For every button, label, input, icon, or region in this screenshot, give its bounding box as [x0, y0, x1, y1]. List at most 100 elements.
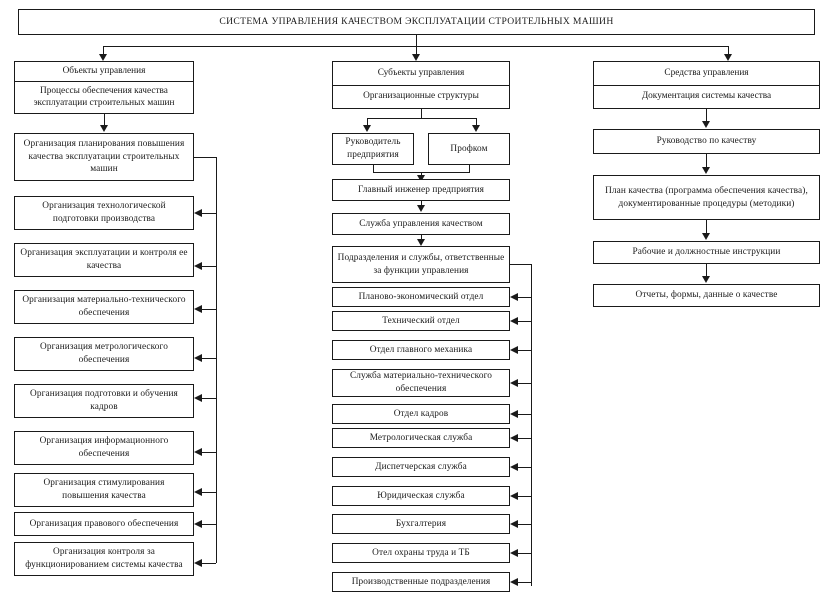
- right-column-header-group: Средства управления Документация системы…: [593, 61, 820, 109]
- middle-item-2: Отдел главного механика: [332, 340, 510, 360]
- left-feed-2: [202, 309, 216, 310]
- left-bus-vertical: [216, 157, 217, 563]
- right-arrow-3-icon: [702, 276, 710, 283]
- middle-feed-9-arrow-icon: [510, 549, 518, 557]
- left-feed-6-arrow-icon: [194, 488, 202, 496]
- title-arrow-right-icon: [724, 54, 732, 61]
- right-column-header: Средства управления: [664, 67, 749, 78]
- left-item-1: Организация эксплуатации и контроля ее к…: [14, 243, 194, 277]
- left-item-6-label: Организация стимулирования повышения кач…: [43, 478, 165, 501]
- right-item-3-label: Отчеты, формы, данные о качестве: [635, 290, 778, 301]
- middle-chain-box-0: Главный инженер предприятия: [332, 179, 510, 201]
- left-item-4-label: Организация подготовки и обучения кадров: [30, 389, 178, 412]
- left-feed-7: [202, 524, 216, 525]
- middle-column-header-group: Субъекты управления Организационные стру…: [332, 61, 510, 109]
- middle-feed-8-arrow-icon: [510, 520, 518, 528]
- title-drop-left: [103, 46, 104, 55]
- middle-split-drop-left: [367, 118, 368, 126]
- middle-pair-label-1: Профком: [450, 143, 488, 154]
- middle-item-0: Планово-экономический отдел: [332, 287, 510, 307]
- middle-item-9: Отел охраны труда и ТБ: [332, 543, 510, 563]
- left-item-8: Организация контроля за функционирование…: [14, 542, 194, 576]
- left-header-to-root-line: [104, 114, 105, 126]
- left-bus-top: [194, 157, 216, 158]
- middle-item-9-label: Отел охраны труда и ТБ: [372, 547, 470, 558]
- title-bus: [103, 46, 728, 47]
- middle-feed-2: [518, 350, 531, 351]
- middle-feed-5: [518, 438, 531, 439]
- middle-item-5: Метрологическая служба: [332, 428, 510, 448]
- left-item-8-label: Организация контроля за функционирование…: [25, 547, 183, 570]
- middle-item-7-label: Юридическая служба: [377, 490, 465, 501]
- right-item-2-label: Рабочие и должностные инструкции: [632, 247, 781, 258]
- middle-feed-6-arrow-icon: [510, 463, 518, 471]
- middle-feed-3-arrow-icon: [510, 379, 518, 387]
- right-arrow-1-icon: [702, 167, 710, 174]
- middle-feed-8: [518, 524, 531, 525]
- left-feed-0: [202, 213, 216, 214]
- title-drop-middle: [416, 46, 417, 55]
- left-item-7: Организация правового обеспечения: [14, 512, 194, 536]
- title-drop-right: [728, 46, 729, 55]
- left-feed-4-arrow-icon: [194, 394, 202, 402]
- middle-split-stem: [421, 109, 422, 118]
- title-stem: [416, 35, 417, 46]
- middle-feed-1: [518, 321, 531, 322]
- left-item-3-label: Организация метрологического обеспечения: [40, 342, 168, 365]
- left-item-7-label: Организация правового обеспечения: [29, 518, 179, 529]
- middle-pair-merge-arrow-icon: [417, 175, 425, 182]
- middle-bus-vertical: [531, 264, 532, 586]
- left-root-box: Организация планирования повышения качес…: [14, 133, 194, 181]
- left-feed-2-arrow-icon: [194, 305, 202, 313]
- right-column-subheader: Документация системы качества: [594, 84, 819, 109]
- middle-item-4: Отдел кадров: [332, 404, 510, 424]
- middle-feed-10-arrow-icon: [510, 578, 518, 586]
- middle-item-0-label: Планово-экономический отдел: [358, 291, 484, 302]
- left-feed-4: [202, 398, 216, 399]
- left-feed-1-arrow-icon: [194, 262, 202, 270]
- middle-feed-9: [518, 553, 531, 554]
- left-header-to-root-arrow-icon: [100, 125, 108, 132]
- title-arrow-middle-icon: [412, 54, 420, 61]
- middle-feed-7-arrow-icon: [510, 492, 518, 500]
- left-item-2-label: Организация материально-технического обе…: [22, 295, 186, 318]
- middle-item-4-label: Отдел кадров: [393, 408, 449, 419]
- left-feed-7-arrow-icon: [194, 520, 202, 528]
- middle-pair-box-1: Профком: [428, 133, 510, 165]
- middle-column-header: Субъекты управления: [377, 67, 465, 78]
- right-item-0-label: Руководство по качеству: [656, 136, 757, 147]
- left-feed-3-arrow-icon: [194, 354, 202, 362]
- middle-item-10-label: Производственные подразделения: [351, 576, 491, 587]
- left-item-5-label: Организация информационного обеспечения: [39, 436, 169, 459]
- left-column-header-group: Объекты управления Процессы обеспечения …: [14, 61, 194, 114]
- right-item-2: Рабочие и должностные инструкции: [593, 241, 820, 264]
- middle-chain-label-2: Подразделения и службы, ответственные за…: [337, 252, 505, 276]
- left-item-0: Организация технологической подготовки п…: [14, 196, 194, 230]
- right-arrow-2-icon: [702, 233, 710, 240]
- diagram-title-box: СИСТЕМА УПРАВЛЕНИЯ КАЧЕСТВОМ ЭКСПЛУАТАЦИ…: [18, 9, 815, 35]
- middle-pair-box-0: Руководитель предприятия: [332, 133, 414, 165]
- middle-pair-label-0: Руководитель предприятия: [345, 137, 401, 160]
- middle-chain-box-1: Служба управления качеством: [332, 213, 510, 235]
- middle-feed-0-arrow-icon: [510, 293, 518, 301]
- middle-item-7: Юридическая служба: [332, 486, 510, 506]
- left-item-3: Организация метрологического обеспечения: [14, 337, 194, 371]
- middle-feed-1-arrow-icon: [510, 317, 518, 325]
- left-column-subheader: Процессы обеспечения качества эксплуатац…: [15, 80, 193, 113]
- left-column-header: Объекты управления: [62, 66, 146, 77]
- middle-pair-merge-stem: [421, 172, 422, 176]
- middle-item-5-label: Метрологическая служба: [369, 432, 473, 443]
- left-item-5: Организация информационного обеспечения: [14, 431, 194, 465]
- middle-split-drop-right: [476, 118, 477, 126]
- middle-feed-6: [518, 467, 531, 468]
- middle-feed-4-arrow-icon: [510, 410, 518, 418]
- middle-item-2-label: Отдел главного механика: [369, 344, 473, 355]
- right-item-0: Руководство по качеству: [593, 129, 820, 154]
- left-item-1-label: Организация эксплуатации и контроля ее к…: [20, 248, 188, 271]
- middle-split-arrow-left-icon: [363, 125, 371, 132]
- left-item-0-label: Организация технологической подготовки п…: [42, 201, 166, 224]
- middle-chain-arrow-0-icon: [417, 205, 425, 212]
- middle-column-subheader: Организационные структуры: [333, 84, 509, 109]
- middle-split-arrow-right-icon: [472, 125, 480, 132]
- middle-chain-line-1: [421, 235, 422, 240]
